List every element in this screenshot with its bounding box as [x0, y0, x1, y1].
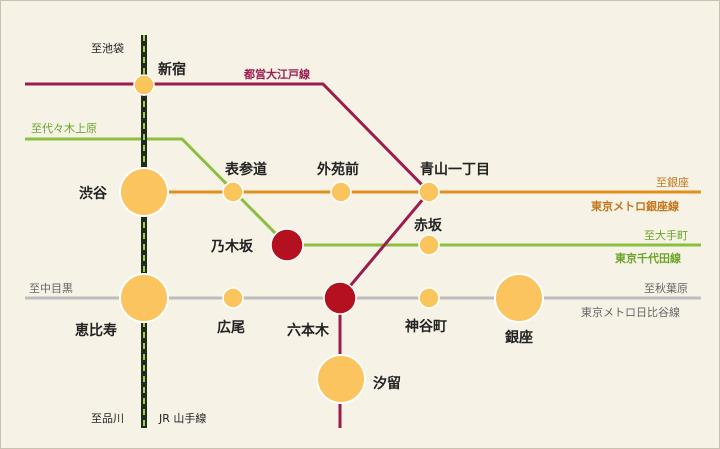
- line-label-oedo: 都営大江戸線: [243, 67, 310, 81]
- station-marker-nogizaka[interactable]: [270, 228, 304, 262]
- station-label-aoyama-itchome: 青山一丁目: [420, 161, 490, 178]
- station-marker-omotesando[interactable]: [222, 181, 244, 203]
- station-label-shiodome: 汐留: [373, 375, 401, 392]
- direction-label-naka-meguro: 至中目黒: [29, 282, 73, 295]
- station-marker-kamiyacho[interactable]: [418, 287, 440, 309]
- oedo-line: [25, 82, 432, 428]
- station-marker-shinjuku[interactable]: [133, 74, 155, 96]
- station-marker-akasaka[interactable]: [418, 234, 440, 256]
- line-label-yamanote: JR 山手線: [158, 411, 206, 425]
- station-label-shinjuku: 新宿: [158, 61, 186, 78]
- station-label-kamiyacho: 神谷町: [405, 318, 447, 335]
- station-label-roppongi: 六本木: [287, 322, 330, 339]
- station-marker-gaienmae[interactable]: [330, 181, 352, 203]
- direction-label-yoyogi-uehara: 至代々木上原: [31, 122, 97, 135]
- station-label-nogizaka: 乃木坂: [210, 238, 254, 255]
- direction-label-shinagawa: 至品川: [91, 412, 124, 425]
- station-marker-roppongi[interactable]: [323, 281, 357, 315]
- station-label-akasaka: 赤坂: [414, 217, 443, 234]
- direction-label-otemachi: 至大手町: [644, 228, 688, 242]
- station-label-omotesando: 表参道: [224, 161, 267, 178]
- station-marker-shibuya[interactable]: [119, 167, 169, 217]
- station-label-shibuya: 渋谷: [79, 185, 108, 202]
- station-marker-ginza[interactable]: [494, 273, 544, 323]
- station-marker-shiodome[interactable]: [316, 354, 366, 404]
- direction-label-ginza: 至銀座: [656, 175, 689, 189]
- station-label-ginza: 銀座: [505, 329, 533, 346]
- station-label-ebisu: 恵比寿: [75, 322, 117, 339]
- line-label-chiyoda: 東京千代田線: [615, 251, 681, 265]
- direction-label-ikebukuro: 至池袋: [91, 41, 124, 55]
- line-label-ginza: 東京メトロ銀座線: [591, 199, 679, 213]
- station-label-hiroo: 広尾: [217, 319, 245, 336]
- station-marker-hiroo[interactable]: [222, 287, 244, 309]
- station-marker-aoyama-itchome[interactable]: [418, 181, 440, 203]
- station-marker-ebisu[interactable]: [119, 273, 169, 323]
- line-label-hibiya: 東京メトロ日比谷線: [581, 305, 680, 319]
- station-label-gaienmae: 外苑前: [317, 161, 359, 178]
- direction-label-akihabara: 至秋葉原: [644, 281, 688, 295]
